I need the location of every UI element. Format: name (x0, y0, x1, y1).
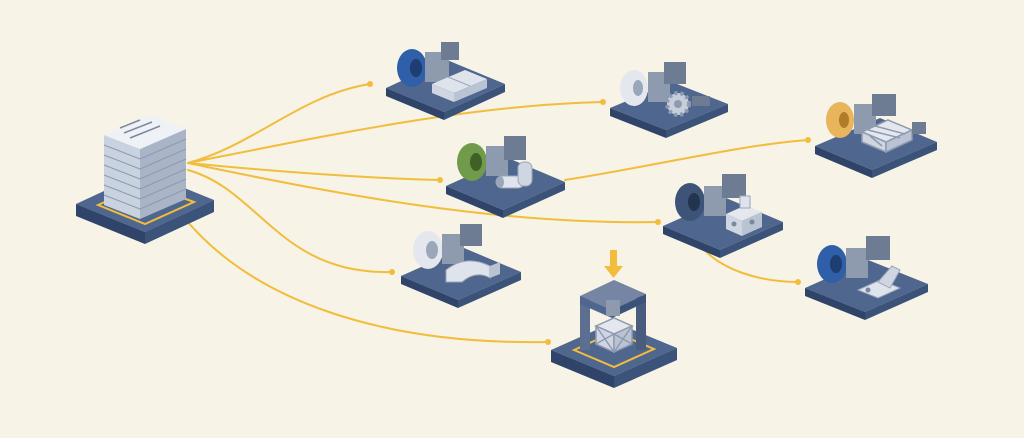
station-white-gear (610, 62, 728, 138)
printer-body-icon (854, 104, 876, 134)
connector-dot (655, 219, 661, 225)
down-arrow-icon (604, 250, 623, 278)
printer-body-icon (442, 234, 464, 264)
connector-dot (437, 177, 443, 183)
arch-part-icon (445, 260, 500, 283)
connector-dot (600, 99, 606, 105)
station-orange-lattice (815, 94, 937, 178)
bracket-part-icon (856, 265, 902, 299)
connector-dot (389, 269, 395, 275)
connector-dot (795, 279, 801, 285)
station-white-arch (401, 224, 521, 308)
tray-part-icon (432, 70, 487, 102)
connector-hub-to-green-pipe (187, 162, 441, 181)
lattice-cube-icon (594, 317, 634, 354)
printer-body-icon (704, 186, 726, 216)
connector-hub-to-white-arch (187, 169, 393, 274)
connector-green-pipe-to-orange-lattice (564, 139, 809, 181)
connector-hub-to-press (181, 214, 549, 344)
connector-dot (545, 339, 551, 345)
block-part-icon (726, 195, 762, 236)
station-press-lattice (551, 250, 677, 388)
station-blue-tray (386, 42, 505, 120)
lattice-part-icon (860, 119, 914, 154)
connector-hub-to-navy-block (187, 162, 659, 224)
stacked-data-server-icon (103, 115, 187, 219)
printer-body-icon (486, 146, 508, 176)
press-frame-icon (580, 280, 646, 350)
connector-dot (805, 137, 811, 143)
station-blue-bracket (805, 236, 928, 320)
hub-server-platform (76, 115, 214, 244)
station-green-pipe (446, 136, 565, 218)
pipe-part-icon (495, 161, 533, 189)
printer-body-icon (846, 248, 868, 278)
connector-hub-to-white-gear (187, 101, 604, 164)
gear-part-icon (665, 91, 691, 117)
station-navy-block (663, 174, 783, 258)
connector-hub-to-blue-tray (187, 83, 371, 164)
connector-dot (367, 81, 373, 87)
